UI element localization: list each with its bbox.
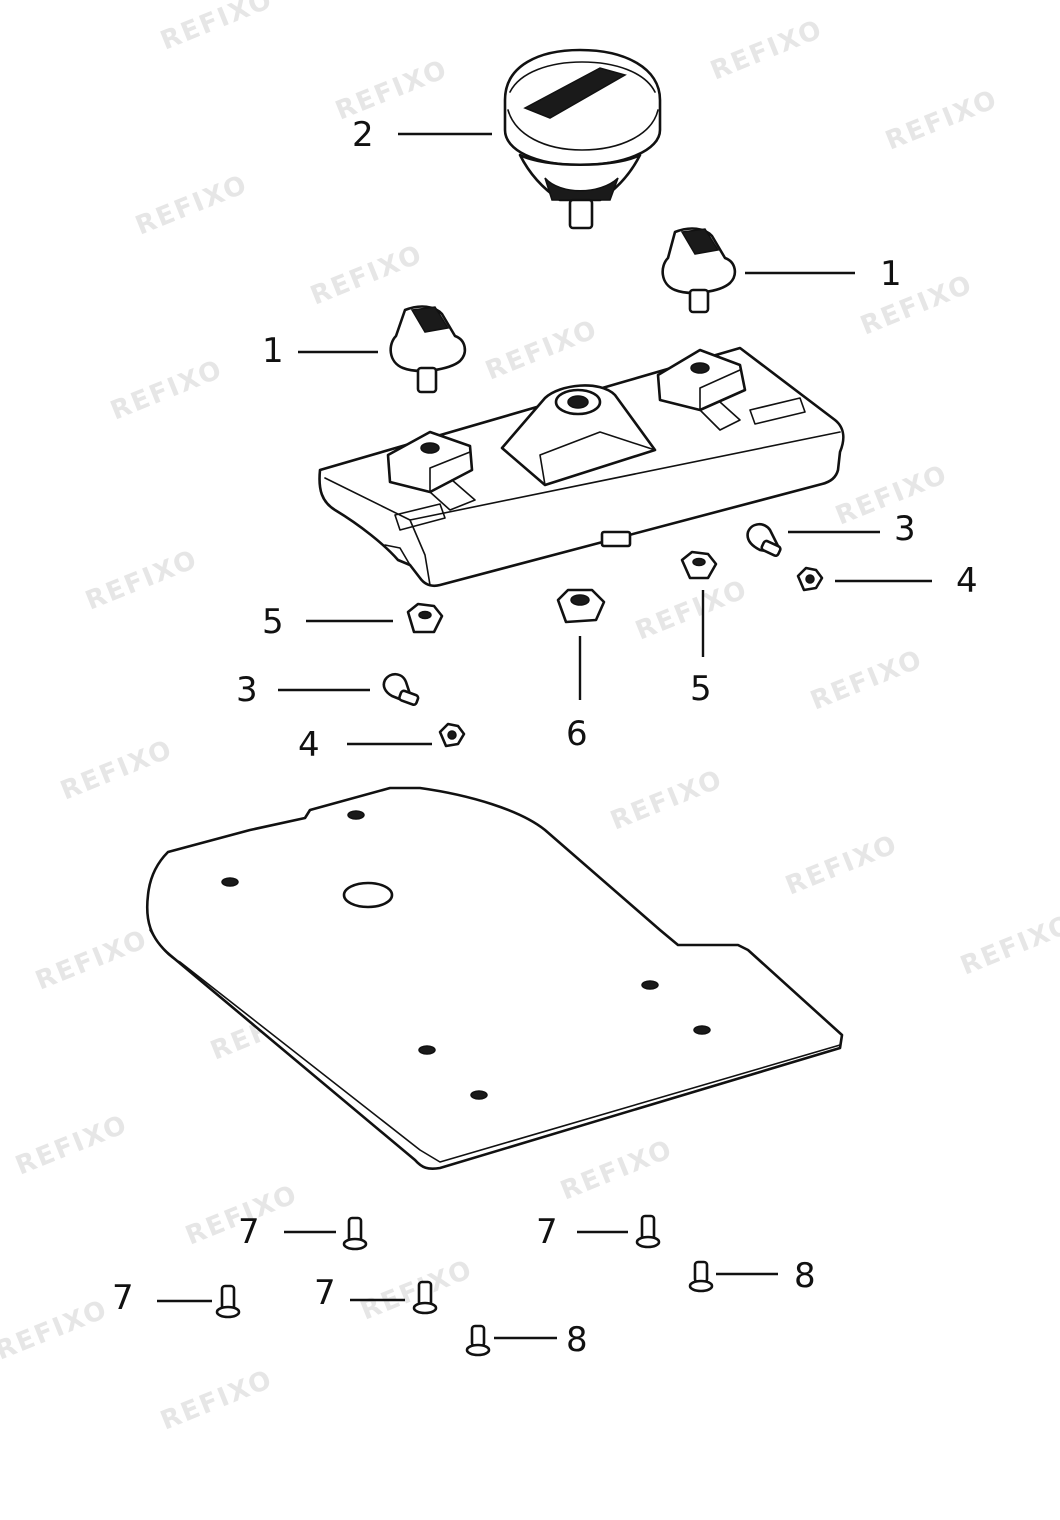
part-4-nut-right xyxy=(796,566,824,592)
callout-6: 6 xyxy=(566,714,589,754)
part-7-screw-a xyxy=(342,1216,368,1251)
part-3-screw-left xyxy=(382,672,420,707)
watermark: REFIXO xyxy=(131,169,252,241)
watermark: REFIXO xyxy=(0,1294,112,1366)
callout-1-right: 1 xyxy=(880,254,903,294)
callout-7-c: 7 xyxy=(112,1278,135,1318)
watermark: REFIXO xyxy=(706,14,827,86)
watermark: REFIXO xyxy=(356,1254,477,1326)
callout-5-right: 5 xyxy=(690,669,713,709)
watermark: REFIXO xyxy=(31,924,152,996)
watermark: REFIXO xyxy=(831,459,952,531)
watermark: REFIXO xyxy=(81,544,202,616)
callout-4-right: 4 xyxy=(956,561,979,601)
callout-8-b: 8 xyxy=(566,1320,589,1360)
part-7-screw-d xyxy=(412,1280,438,1315)
watermark: REFIXO xyxy=(781,829,902,901)
base-bracket xyxy=(318,346,845,588)
callout-2: 2 xyxy=(352,115,375,155)
part-5-nut-left xyxy=(406,602,444,634)
leader-lines xyxy=(157,132,932,1340)
watermark: REFIXO xyxy=(331,54,452,126)
part-1-knob-left xyxy=(389,305,467,394)
watermark: REFIXO xyxy=(156,0,277,56)
watermark: REFIXO xyxy=(881,84,1002,156)
callout-3-right: 3 xyxy=(894,509,917,549)
part-7-screw-b xyxy=(635,1214,661,1249)
part-8-screw-a xyxy=(688,1260,714,1293)
callout-numbers: 2 1 1 3 4 5 5 6 3 4 7 7 8 7 7 8 xyxy=(112,115,979,1360)
callout-8-a: 8 xyxy=(794,1256,817,1296)
callout-7-b: 7 xyxy=(536,1212,559,1252)
part-1-knob-right xyxy=(661,227,737,314)
base-plate xyxy=(145,786,844,1171)
watermark: REFIXO xyxy=(856,269,977,341)
part-8-screw-b xyxy=(465,1324,491,1357)
watermark: REFIXO xyxy=(306,239,427,311)
watermark: REFIXO xyxy=(11,1109,132,1181)
callout-3-left: 3 xyxy=(236,670,259,710)
watermark: REFIXO xyxy=(956,909,1060,981)
part-6-nut-large xyxy=(556,588,606,624)
part-5-nut-right xyxy=(680,550,718,580)
watermark: REFIXO xyxy=(106,354,227,426)
part-7-screw-c xyxy=(215,1284,241,1319)
callout-7-a: 7 xyxy=(238,1212,261,1252)
callout-1-left: 1 xyxy=(262,331,285,371)
watermark: REFIXO xyxy=(606,764,727,836)
watermark: REFIXO xyxy=(556,1134,677,1206)
callout-7-d: 7 xyxy=(314,1273,337,1313)
watermark: REFIXO xyxy=(631,574,752,646)
watermark: REFIXO xyxy=(481,314,602,386)
part-3-screw-right xyxy=(746,522,782,557)
part-2-large-knob xyxy=(503,48,662,230)
watermark: REFIXO xyxy=(156,1364,277,1436)
part-4-nut-left xyxy=(438,722,466,748)
callout-4-left: 4 xyxy=(298,725,321,765)
callout-5-left: 5 xyxy=(262,602,285,642)
watermark: REFIXO xyxy=(806,644,927,716)
watermark: REFIXO xyxy=(56,734,177,806)
watermark-layer: REFIXO REFIXO REFIXO REFIXO REFIXO REFIX… xyxy=(0,0,1060,1436)
